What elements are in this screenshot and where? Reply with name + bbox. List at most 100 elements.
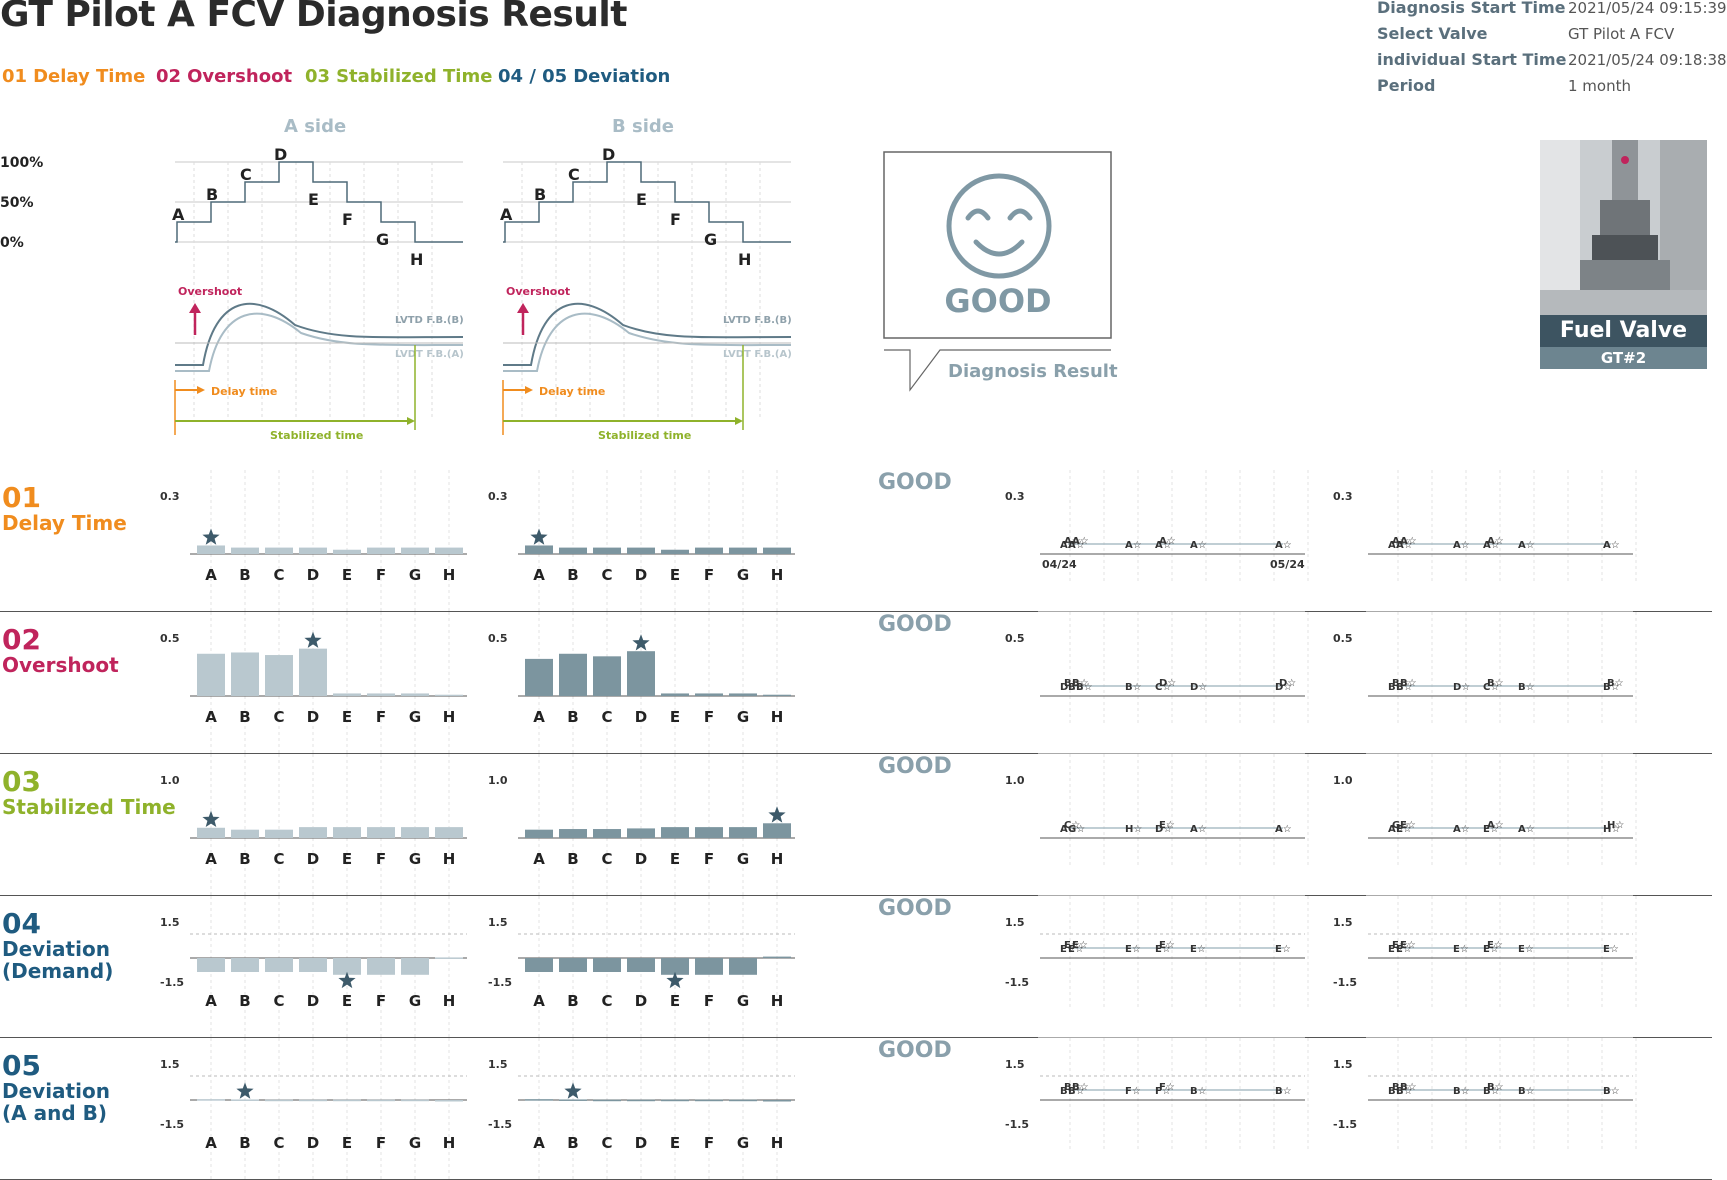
bar [661, 958, 689, 975]
star-icon [236, 1082, 254, 1099]
trend-point: G☆ [1392, 820, 1409, 831]
overshoot-label: Overshoot [178, 285, 242, 298]
trend-point: A☆ [1487, 536, 1504, 547]
metric-status: GOOD [878, 1038, 952, 1063]
bar [401, 827, 429, 838]
trend-point: A☆ [1487, 820, 1504, 831]
trend-point: B☆ [1068, 1086, 1085, 1097]
trend-point: A☆ [1275, 824, 1292, 835]
category-label: E [342, 1134, 352, 1152]
trend-point: B☆ [1072, 1082, 1089, 1093]
smile-face-icon [946, 173, 1052, 279]
bar [763, 547, 791, 554]
category-label: C [273, 708, 284, 726]
trend-point: A☆ [1060, 824, 1077, 835]
bar [197, 827, 225, 838]
bar [695, 827, 723, 838]
stabilized-label: Stabilized time [270, 429, 363, 442]
trend-point: D☆ [1155, 824, 1172, 835]
bar [197, 1099, 225, 1101]
select-valve-value[interactable]: GT Pilot A FCV [1568, 25, 1675, 43]
lvdt-curve [503, 312, 792, 372]
category-label: A [205, 992, 217, 1010]
bar [593, 829, 621, 838]
category-label: A [533, 708, 545, 726]
individual-start-time-label: individual Start Time [1377, 50, 1567, 69]
category-label: E [670, 992, 680, 1010]
bar [729, 1099, 757, 1102]
bar [435, 957, 463, 959]
y-max-label: 0.5 [488, 632, 508, 645]
step-point-label: E [636, 190, 647, 209]
diagnosis-status: GOOD [944, 282, 1052, 320]
b-side-label: B side [612, 116, 674, 137]
category-label: E [670, 850, 680, 868]
bar [559, 829, 587, 838]
trend-point: E☆ [1064, 940, 1080, 951]
category-label: A [205, 1134, 217, 1152]
overshoot-label: Overshoot [506, 285, 570, 298]
trend-date-end: 05/24 [1270, 558, 1305, 571]
step-point-label: E [308, 190, 319, 209]
category-label: E [670, 1134, 680, 1152]
trend-point: B☆ [1275, 1086, 1292, 1097]
category-label: B [239, 708, 250, 726]
category-label: F [704, 708, 714, 726]
trend-point: B☆ [1072, 678, 1089, 689]
bar [435, 827, 463, 838]
diagnosis-result-box [883, 151, 1112, 392]
bar [661, 693, 689, 696]
step-profile [503, 161, 791, 243]
star-icon [666, 971, 684, 989]
valve-illustration [1540, 140, 1707, 315]
bar [627, 651, 655, 696]
trend-point: A☆ [1275, 540, 1292, 551]
bar [367, 1099, 395, 1102]
category-label: G [737, 566, 749, 584]
bar [695, 693, 723, 696]
trend-point: E☆ [1396, 944, 1412, 955]
category-label: F [704, 850, 714, 868]
bar [197, 958, 225, 972]
photo-title: Fuel Valve [1540, 315, 1707, 347]
category-label: H [771, 850, 784, 868]
legend-number: 02 [156, 66, 182, 87]
category-label: B [567, 566, 578, 584]
bar [593, 547, 621, 554]
bar [695, 547, 723, 554]
trend-point: E☆ [1125, 944, 1141, 955]
metric-name: (A and B) [2, 1101, 107, 1125]
category-label: C [273, 566, 284, 584]
category-label: E [670, 708, 680, 726]
y-min-label: -1.5 [488, 1118, 512, 1131]
delay-label: Delay time [211, 385, 277, 398]
bar [299, 958, 327, 972]
trend-point: A☆ [1060, 540, 1077, 551]
category-label: A [205, 566, 217, 584]
y-max-label: 1.0 [160, 774, 180, 787]
metric-status: GOOD [878, 612, 952, 637]
trend-point: E☆ [1603, 944, 1619, 955]
star-icon [530, 528, 548, 545]
category-label: B [567, 708, 578, 726]
bar [729, 827, 757, 838]
period-label: Period [1377, 76, 1436, 95]
trend-y-min: -1.5 [1333, 1118, 1357, 1131]
bar [265, 958, 293, 972]
period-value[interactable]: 1 month [1568, 77, 1631, 95]
trend-point: C☆ [1483, 682, 1499, 693]
trend-point: A☆ [1518, 824, 1535, 835]
trend-y-max: 0.5 [1333, 632, 1353, 645]
bar [435, 694, 463, 696]
bar [525, 545, 553, 554]
legend-label: Overshoot [187, 66, 293, 87]
trend-point: A☆ [1453, 540, 1470, 551]
trend-point: B☆ [1607, 678, 1624, 689]
diagnosis-start-time-label: Diagnosis Start Time [1377, 0, 1566, 17]
bar [525, 829, 553, 838]
trend-point: A☆ [1453, 824, 1470, 835]
bar [661, 549, 689, 554]
